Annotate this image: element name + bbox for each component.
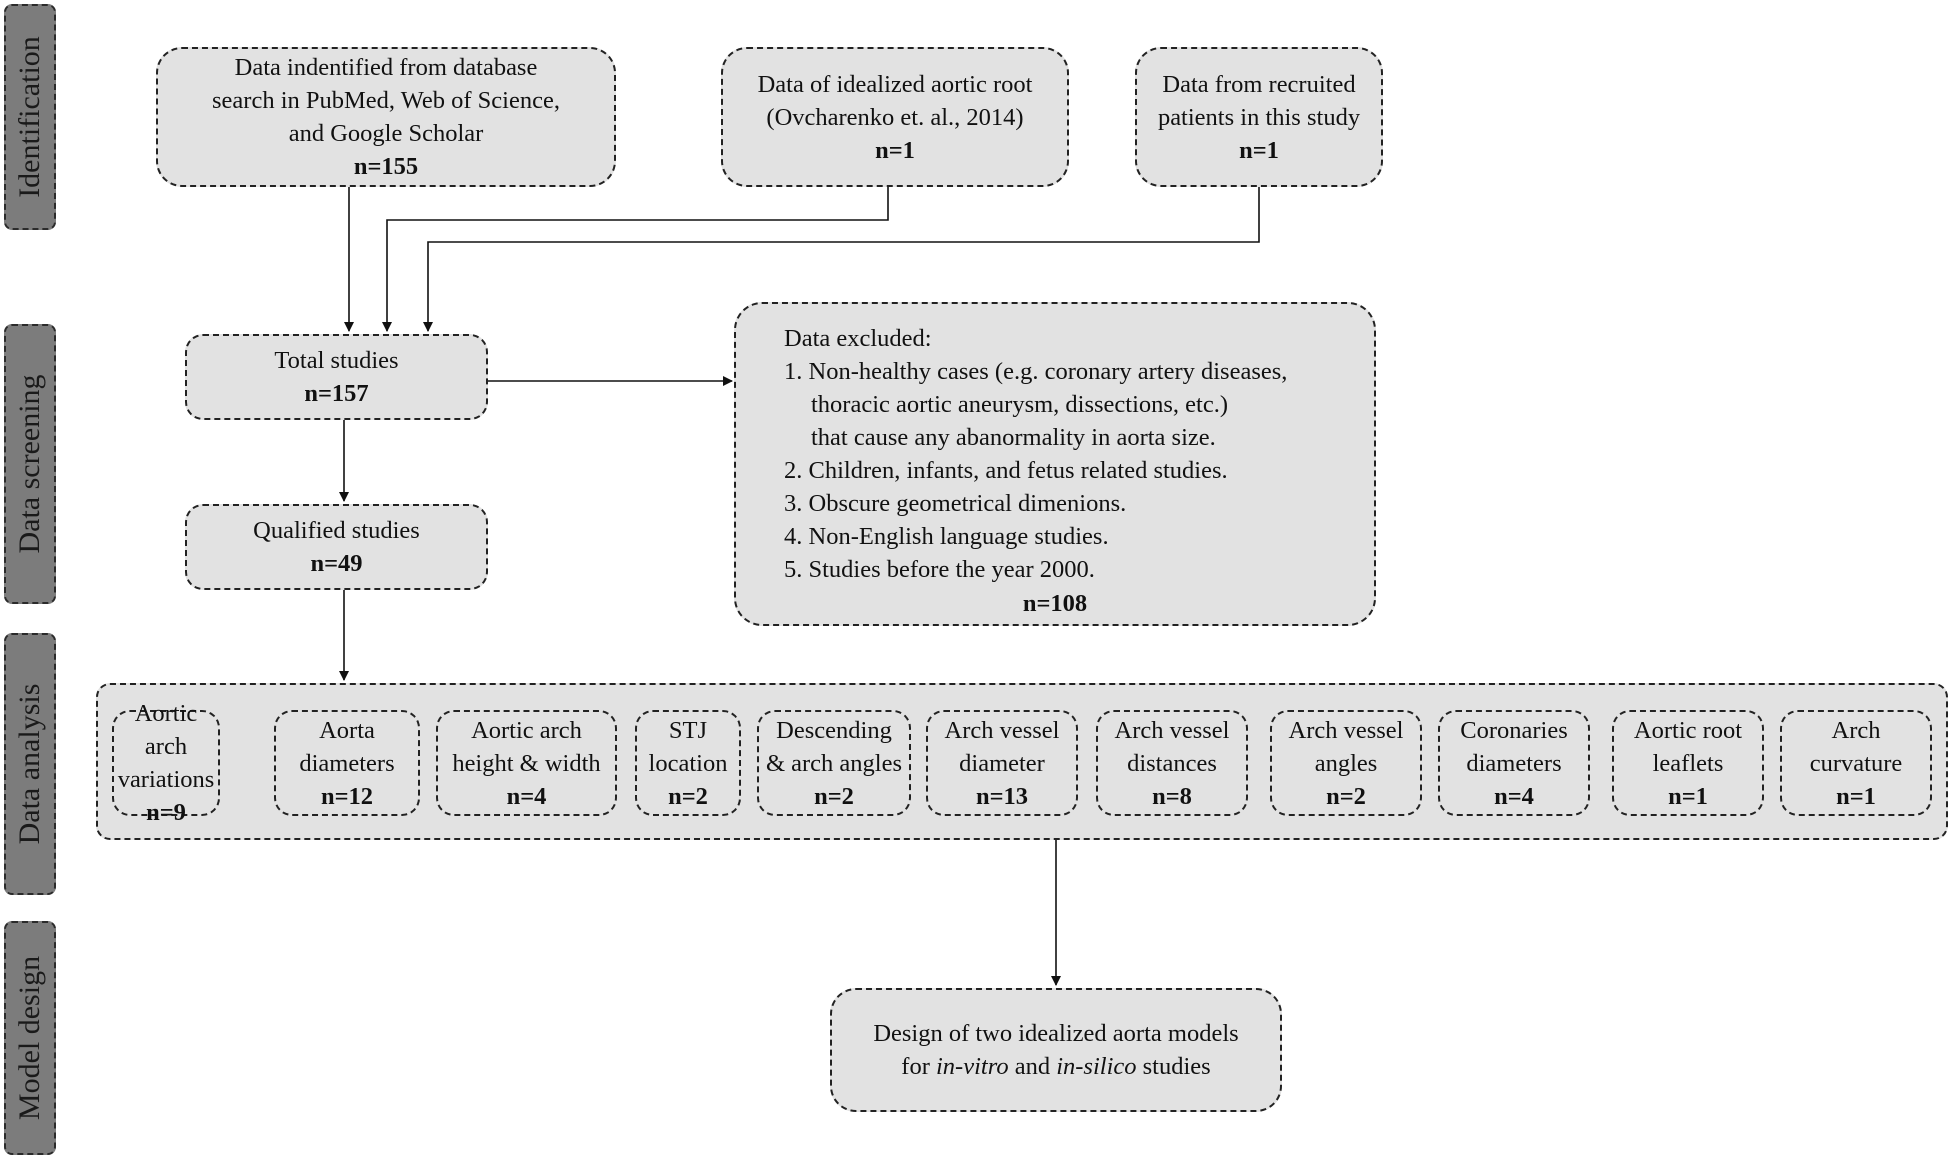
excluded-item: 3. Obscure geometrical dimenions. <box>784 490 1127 517</box>
category-line: Descending <box>776 716 892 744</box>
category-coronaries-diameters: Coronaries diameters n=4 <box>1438 710 1590 816</box>
design-text-in-silico: in-silico <box>1056 1053 1137 1080</box>
category-line: curvature <box>1809 749 1903 777</box>
category-arch-vessel-diameter: Arch vessel diameter n=13 <box>926 710 1078 816</box>
category-line: Arch vessel <box>1288 716 1404 744</box>
arrow-patients-to-total <box>423 187 1260 332</box>
excluded-item: 4. Non-English language studies. <box>784 523 1109 550</box>
count-label: n=1 <box>1668 782 1708 810</box>
source-recruited-patients: Data from recruited patients in this stu… <box>1135 47 1383 187</box>
category-line: diameters <box>299 749 395 777</box>
category-line: location <box>648 749 728 777</box>
count-label: n=4 <box>1494 782 1534 810</box>
category-line: Arch vessel <box>1114 716 1230 744</box>
box-line: (Ovcharenko et. al., 2014) <box>766 103 1024 131</box>
source-idealized-aortic-root: Data of idealized aortic root (Ovcharenk… <box>721 47 1069 187</box>
stage-identification: Identification <box>4 4 56 230</box>
arrow-aortic-root-to-total <box>382 187 889 332</box>
category-line: diameter <box>959 749 1045 777</box>
category-arch-vessel-distances: Arch vessel distances n=8 <box>1096 710 1248 816</box>
count-label: n=157 <box>304 380 369 407</box>
box-line: Data indentified from database <box>234 54 538 81</box>
design-text-suffix: studies <box>1136 1053 1211 1080</box>
excluded-item: 5. Studies before the year 2000. <box>784 556 1095 583</box>
category-line: diameters <box>1466 749 1562 777</box>
category-line: Aortic arch <box>134 700 198 760</box>
category-aorta-diameters: Aorta diameters n=12 <box>274 710 420 816</box>
count-label: n=49 <box>310 550 363 577</box>
excluded-item: 1. Non-healthy cases (e.g. coronary arte… <box>784 358 1288 385</box>
total-studies-box: Total studies n=157 <box>185 334 488 420</box>
source-database-search: Data indentified from database search in… <box>156 47 616 187</box>
excluded-title: Data excluded: <box>784 325 932 352</box>
qualified-studies-box: Qualified studies n=49 <box>185 504 488 590</box>
data-excluded-box: Data excluded: 1. Non-healthy cases (e.g… <box>734 302 1376 626</box>
stage-data-analysis: Data analysis <box>4 633 56 895</box>
category-line: variations <box>117 766 215 793</box>
count-label: n=1 <box>1836 782 1876 810</box>
box-line: Data of idealized aortic root <box>757 70 1033 98</box>
category-aortic-arch-variations: Aortic arch variations n=9 <box>112 700 220 826</box>
category-arch-vessel-angles: Arch vessel angles n=2 <box>1270 710 1422 816</box>
category-line: Aortic arch <box>471 716 582 744</box>
design-text-prefix: for <box>901 1053 936 1080</box>
category-arch-curvature: Arch curvature n=1 <box>1780 710 1932 816</box>
box-line: for in-vitro and in-silico studies <box>901 1050 1210 1083</box>
excluded-item: 2. Children, infants, and fetus related … <box>784 457 1228 484</box>
box-line: patients in this study <box>1157 103 1361 131</box>
count-label: n=4 <box>506 782 547 810</box>
category-line: Arch vessel <box>944 716 1060 744</box>
box-line: and Google Scholar <box>288 120 484 147</box>
count-label: n=12 <box>320 782 374 810</box>
box-line: Data from recruited <box>1162 70 1356 98</box>
design-text-in-vitro: in-vitro <box>936 1053 1009 1080</box>
box-line: search in PubMed, Web of Science, <box>212 87 560 114</box>
category-line: STJ <box>668 716 708 744</box>
box-line: Qualified studies <box>253 517 420 544</box>
model-design-box: Design of two idealized aorta models for… <box>830 988 1282 1112</box>
category-line: Aortic root <box>1633 716 1743 744</box>
excluded-item-continuation: thoracic aortic aneurysm, dissections, e… <box>811 391 1229 418</box>
count-label: n=108 <box>1022 590 1088 617</box>
category-aortic-root-leaflets: Aortic root leaflets n=1 <box>1612 710 1764 816</box>
category-aortic-arch-height-width: Aortic arch height & width n=4 <box>436 710 617 816</box>
box-line: Total studies <box>274 347 399 374</box>
category-line: & arch angles <box>765 749 903 777</box>
category-line: distances <box>1127 749 1217 777</box>
category-line: angles <box>1314 749 1378 777</box>
category-line: Aorta <box>319 716 375 744</box>
design-text-mid: and <box>1008 1053 1057 1080</box>
count-label: n=1 <box>1239 136 1279 164</box>
count-label: n=2 <box>1326 782 1366 810</box>
category-line: leaflets <box>1652 749 1724 777</box>
count-label: n=2 <box>814 782 854 810</box>
category-line: height & width <box>452 749 601 777</box>
count-label: n=9 <box>146 799 186 826</box>
stage-model-design: Model design <box>4 921 56 1155</box>
category-stj-location: STJ location n=2 <box>635 710 741 816</box>
box-line: Design of two idealized aorta models <box>873 1020 1239 1047</box>
count-label: n=8 <box>1152 782 1192 810</box>
category-line: Arch <box>1831 716 1881 744</box>
count-label: n=155 <box>353 153 419 180</box>
excluded-item-continuation: that cause any abanormality in aorta siz… <box>811 424 1216 451</box>
count-label: n=13 <box>975 782 1029 810</box>
count-label: n=1 <box>875 136 915 164</box>
category-descending-arch-angles: Descending & arch angles n=2 <box>757 710 911 816</box>
stage-data-screening: Data screening <box>4 324 56 604</box>
count-label: n=2 <box>668 782 708 810</box>
category-line: Coronaries <box>1460 716 1568 744</box>
